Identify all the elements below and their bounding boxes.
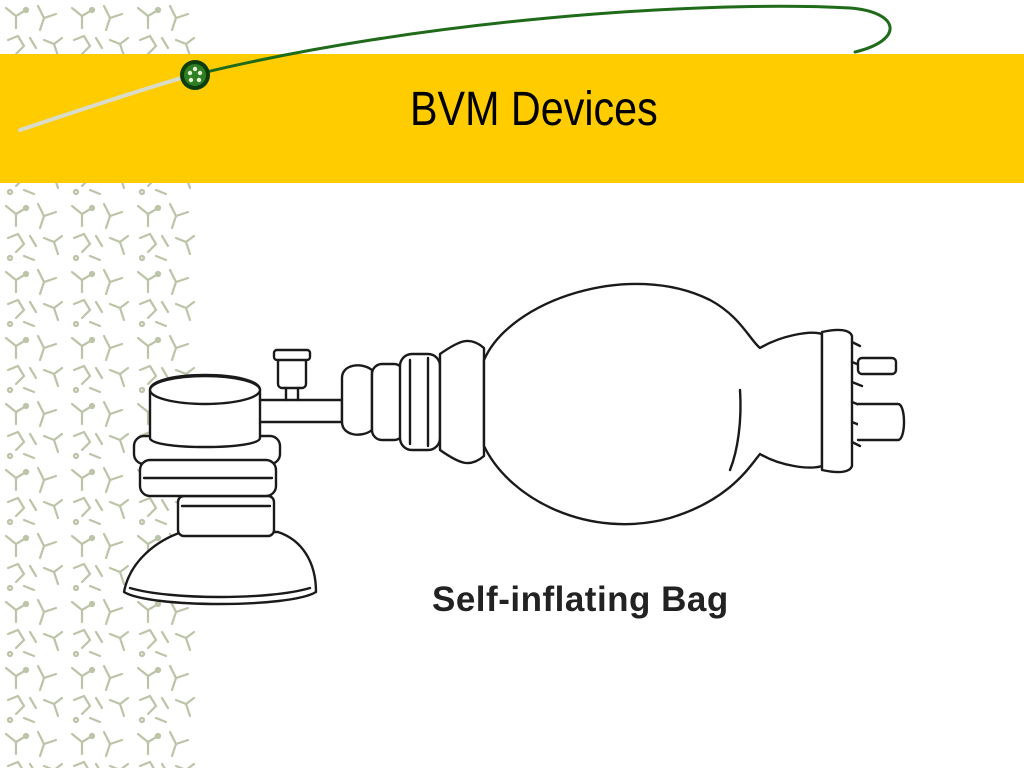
slide-title: BVM Devices (410, 83, 658, 136)
green-orb-icon (180, 60, 210, 90)
self-inflating-bag-illustration (122, 282, 906, 606)
title-band (0, 54, 1024, 183)
figure-caption: Self-inflating Bag (432, 580, 729, 619)
